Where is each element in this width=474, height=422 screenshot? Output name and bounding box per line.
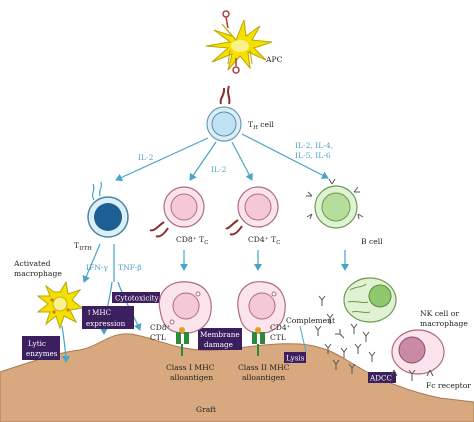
macrophage-label-2: macrophage [14, 269, 62, 278]
tdth-label: TDTH [74, 241, 92, 252]
antibodies [314, 295, 376, 374]
svg-text:↑MHC: ↑MHC [86, 308, 112, 317]
svg-text:damage: damage [204, 340, 233, 349]
svg-text:Lysis: Lysis [286, 354, 305, 363]
arrow-th-to-cd4 [231, 141, 253, 181]
arrow-th-to-bcell [241, 133, 329, 179]
class2-mhc-complex [252, 327, 265, 356]
th-cell-label: TH cell [248, 120, 274, 131]
macrophage-label-1: Activated [13, 259, 51, 268]
apc-cell [205, 10, 273, 74]
th-cell [206, 85, 242, 142]
arrow-tdth-left [82, 243, 101, 283]
tdth-cell [87, 181, 129, 238]
cd8-ctl-label-1: CD8⁺ [150, 323, 171, 332]
b-cell [306, 178, 364, 229]
svg-text:Lytic: Lytic [28, 339, 46, 348]
box-membrane-damage: Membrane damage [198, 328, 242, 350]
cytokine-ifn: IFN-γ [86, 263, 108, 272]
box-lysis: Lysis [284, 352, 306, 363]
b-cell-label: B cell [361, 237, 383, 246]
cd4-ctl-label-1: CD4⁺ [270, 323, 291, 332]
nk-cell [390, 329, 445, 381]
class1-label-1: Class I MHC [166, 363, 215, 372]
box-adcc: ADCC [368, 372, 396, 383]
svg-text:enzymes: enzymes [26, 349, 58, 358]
apc-label: APC [265, 55, 283, 64]
cytokine-list-1: IL-2, IL-4, [295, 141, 333, 150]
cytokine-list-2: IL-5, IL-6 [295, 151, 331, 160]
cytokine-il2-mid: IL-2 [211, 165, 227, 174]
cd8-ctl-cell [158, 281, 212, 334]
arrow-macrophage-to-tissue [61, 325, 70, 363]
cd8-tc-cell [149, 186, 205, 238]
fc-receptor-label: Fc receptor [426, 381, 471, 390]
complement-label: Complement [286, 316, 335, 325]
svg-text:expression: expression [86, 319, 126, 328]
class2-label-2: alloantigen [242, 373, 285, 382]
svg-text:ADCC: ADCC [369, 374, 392, 383]
class1-label-2: alloantigen [170, 373, 213, 382]
svg-text:Cytotoxicity: Cytotoxicity [115, 294, 160, 303]
activated-macrophage [36, 280, 84, 330]
arrow-th-to-tdth [115, 137, 209, 182]
cd4-tc-cell [225, 186, 279, 236]
arrow-th-to-cd8 [189, 141, 217, 181]
complement-pointer [299, 325, 307, 353]
class2-label-1: Class II MHC [238, 363, 290, 372]
nk-label-2: macrophage [420, 319, 468, 328]
cd4-ctl-label-2: CTL [270, 333, 286, 342]
cytokine-il2-left: IL-2 [138, 153, 154, 162]
graft-label: Graft [196, 405, 216, 414]
cd8-tc-label: CD8⁺ TC [176, 235, 208, 246]
class1-mhc-complex [176, 327, 189, 356]
cd4-tc-label: CD4⁺ TC [248, 235, 280, 246]
box-lytic-enzymes: Lytic enzymes [22, 336, 60, 360]
plasma-cell [343, 277, 397, 323]
box-cytotoxicity: Cytotoxicity [112, 292, 160, 303]
cd8-ctl-label-2: CTL [150, 333, 166, 342]
cytokine-tnf: TNF-β [118, 263, 142, 272]
cd4-ctl-cell [237, 281, 286, 334]
box-mhc-expression: ↑MHC expression [82, 306, 134, 329]
nk-label-1: NK cell or [420, 309, 459, 318]
svg-text:Membrane: Membrane [200, 330, 240, 339]
